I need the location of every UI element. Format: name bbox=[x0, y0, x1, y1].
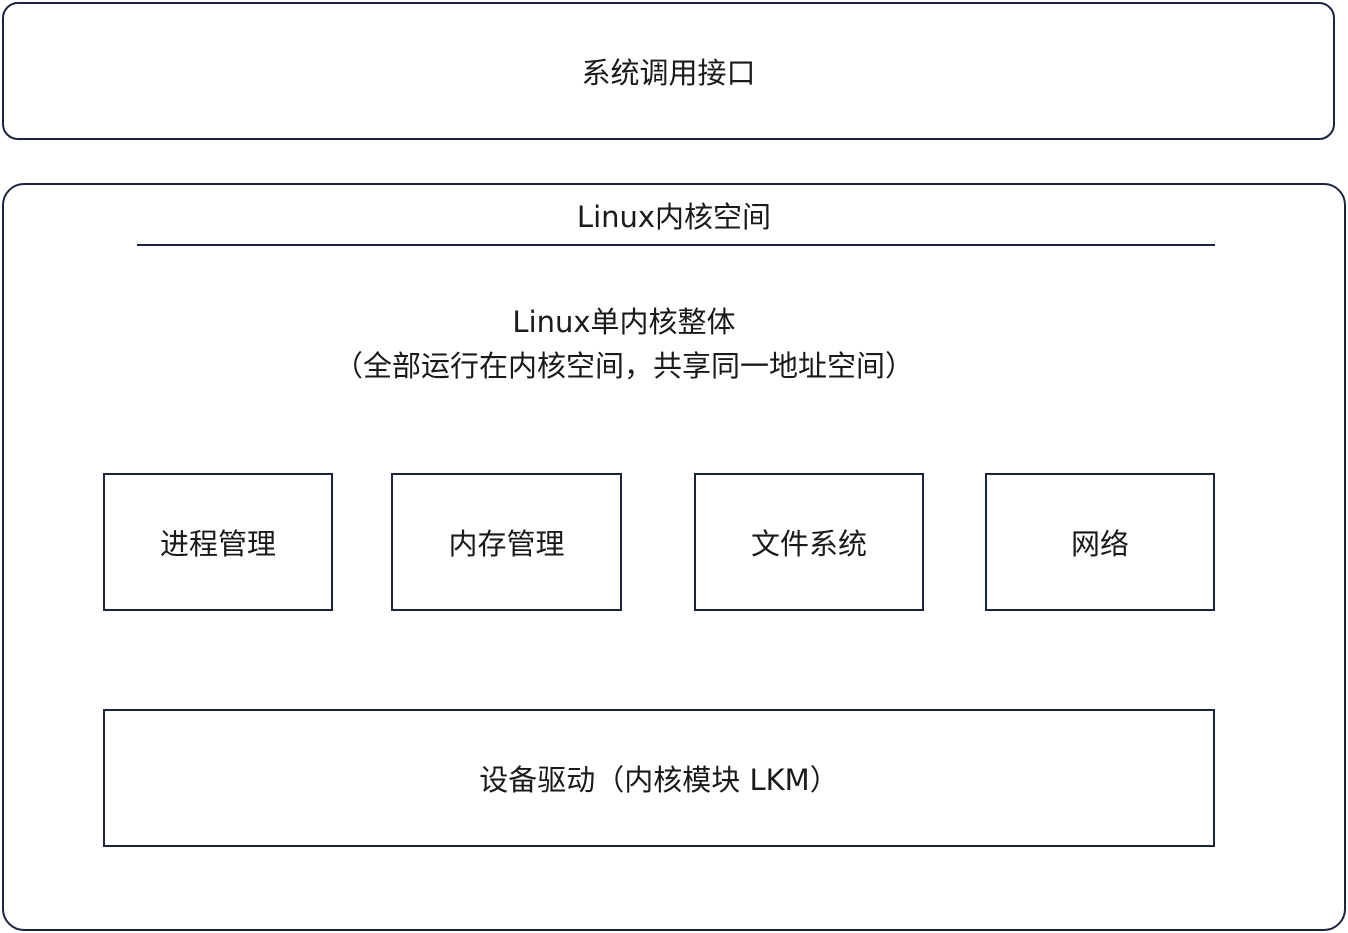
process-management-box: 进程管理 bbox=[103, 473, 333, 611]
file-system-label: 文件系统 bbox=[750, 527, 867, 561]
kernel-space-divider bbox=[137, 244, 1215, 246]
monolithic-kernel-line-1: Linux单内核整体 bbox=[512, 305, 736, 339]
memory-management-box: 内存管理 bbox=[391, 473, 622, 611]
syscall-interface-label: 系统调用接口 bbox=[581, 56, 756, 90]
device-drivers-label: 设备驱动（内核模块 LKM） bbox=[479, 763, 839, 797]
network-box: 网络 bbox=[985, 473, 1215, 611]
kernel-space-title: Linux内核空间 bbox=[576, 200, 772, 234]
syscall-interface-box: 系统调用接口 bbox=[2, 2, 1335, 140]
process-management-label: 进程管理 bbox=[159, 527, 276, 561]
monolithic-kernel-line-2: （全部运行在内核空间，共享同一地址空间） bbox=[333, 349, 914, 383]
device-drivers-box: 设备驱动（内核模块 LKM） bbox=[103, 709, 1215, 847]
memory-management-label: 内存管理 bbox=[448, 527, 565, 561]
network-label: 网络 bbox=[1070, 527, 1129, 561]
file-system-box: 文件系统 bbox=[694, 473, 924, 611]
monolithic-kernel-description: Linux单内核整体 （全部运行在内核空间，共享同一地址空间） bbox=[4, 300, 1244, 388]
